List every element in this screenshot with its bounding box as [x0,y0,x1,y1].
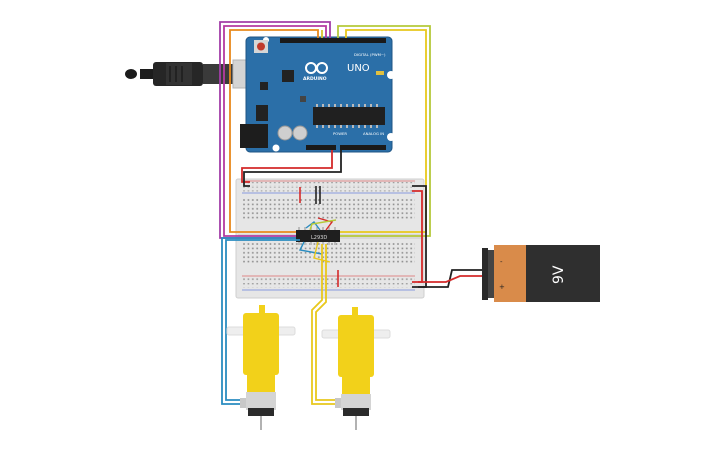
battery-plus-label: + [499,283,505,291]
wire-orange[interactable] [229,29,319,233]
rail-jumpers[interactable] [299,186,339,287]
wire-red-5v[interactable] [241,150,333,183]
wire-motor2-yellow[interactable] [311,244,340,405]
battery-9v[interactable]: - + 9V [482,245,600,302]
wire-black-gnd[interactable] [243,150,342,187]
dc-motor-left[interactable] [226,305,296,430]
wire-red-rail[interactable] [412,190,423,283]
arduino-uno-board[interactable]: UNO ARDUINO DIGITAL (PWM~) POWER ANALOG … [240,36,395,153]
digital-header[interactable] [280,38,386,43]
chip-label: L293D [311,235,327,241]
wire-yellow-green[interactable] [337,25,431,237]
dc-motor-right[interactable] [321,307,391,430]
board-name: UNO [347,63,370,74]
battery-minus-label: - [500,258,503,266]
digital-header-label: DIGITAL (PWM~) [354,52,386,57]
chip-jumpers[interactable] [298,217,337,263]
board-brand: ARDUINO [303,76,327,82]
wire-magenta[interactable] [223,25,327,237]
analog-header[interactable] [340,145,386,150]
wire-motor1-blue[interactable] [221,237,300,405]
arduino-logo [305,62,328,74]
wire-battery-red[interactable] [418,275,488,283]
battery-voltage-label: 9V [551,265,567,284]
wire-battery-black[interactable] [418,269,488,288]
wire-yellow-top[interactable] [336,29,427,233]
power-header[interactable] [306,145,336,150]
power-label: POWER [333,131,347,136]
analog-label: ANALOG IN [363,131,384,136]
l293d-chip[interactable]: L293D [296,227,340,245]
